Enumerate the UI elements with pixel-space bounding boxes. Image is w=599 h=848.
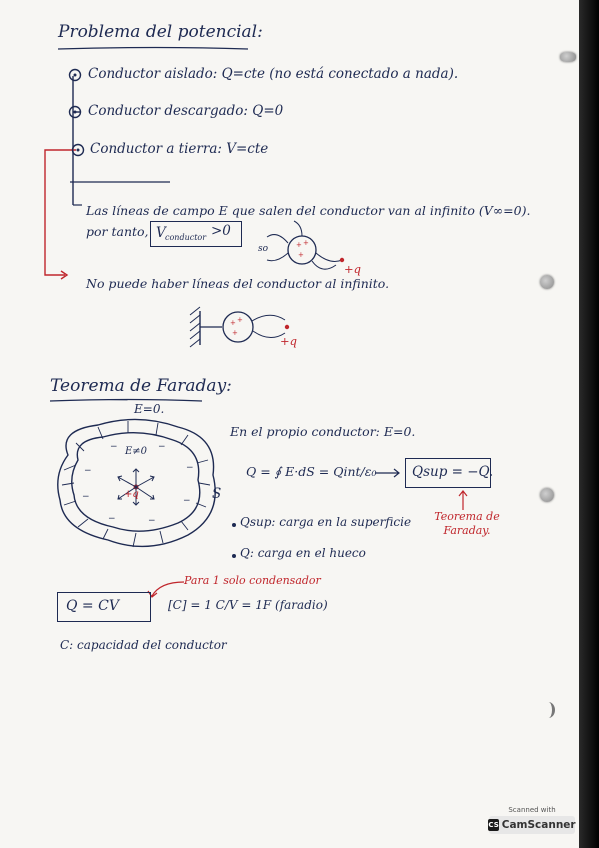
teorema-arrow [458, 490, 468, 510]
plus-q-label-3: +q [124, 489, 139, 500]
so-text: so [258, 244, 269, 254]
e-zero-label: E=0. [134, 402, 165, 416]
svg-text:+: + [237, 316, 243, 324]
q-sup-text: Qsup = −Q. [412, 464, 494, 480]
circle-dot-icon [68, 105, 82, 119]
camscanner-logo-icon: CS [488, 819, 499, 831]
svg-text:−: − [108, 514, 116, 524]
svg-text:−: − [84, 466, 92, 476]
svg-text:+: + [298, 251, 304, 259]
camscanner-watermark: Scanned with CS CamScanner [488, 806, 576, 834]
teorema-faraday-label: Teorema de Faraday. [434, 510, 500, 537]
propio-conductor-text: En el propio conductor: E=0. [230, 424, 416, 439]
bullet-q: Q: carga en el hueco [240, 546, 366, 560]
svg-text:−: − [110, 442, 118, 452]
grounded-conductor-diagram: + + + [189, 306, 290, 348]
plus-q-label-1: +q [344, 262, 361, 276]
field-lines-text: Las líneas de campo E que salen del cond… [86, 203, 531, 218]
e-nonzero-label: E≠0 [125, 446, 148, 457]
watermark-brand: CamScanner [501, 819, 576, 831]
faraday-conductor-diagram: − − − − − − − − [57, 418, 216, 548]
title-underline [57, 46, 249, 50]
faraday-underline [49, 398, 203, 402]
circle-dot-icon [68, 68, 82, 82]
item-text: Conductor descargado: Q=0 [88, 103, 284, 119]
capacity-description: C: capacidad del conductor [60, 638, 227, 652]
svg-text:−: − [186, 463, 194, 473]
svg-text:+: + [296, 241, 302, 249]
svg-text:−: − [148, 516, 156, 526]
scanned-page: Problema del potencial: Conductor aislad… [44, 22, 576, 718]
q-sup-box: Qsup = −Q. [405, 458, 494, 488]
gauss-equation: Q = ∮ E·dS = Qint/ε₀ [246, 464, 377, 479]
surface-s-label: S [212, 486, 222, 502]
punch-hole [540, 488, 554, 502]
watermark-caption: Scanned with [508, 806, 556, 814]
implies-arrow [375, 468, 400, 478]
bullet-q-sup: Qsup: carga en la superficie [240, 515, 412, 529]
v-conductor-box: V conductor >0 [150, 221, 242, 247]
bullet-dot [232, 554, 236, 558]
punch-hole [542, 702, 555, 718]
capacity-formula-box: Q = CV [57, 592, 151, 622]
v-label: V [156, 225, 166, 241]
faraday-title: Teorema de Faraday: [50, 376, 232, 396]
note-arrow [147, 581, 185, 598]
item-text: Conductor a tierra: V=cte [90, 141, 269, 157]
svg-text:+: + [303, 239, 309, 247]
no-lines-text: No puede haber líneas del conductor al i… [86, 276, 390, 291]
por-tanto-text: por tanto, [86, 224, 149, 239]
bullet-dot [232, 523, 236, 527]
item-text: Conductor aislado: Q=cte (no está conect… [88, 66, 459, 82]
v-subscript: conductor [165, 233, 207, 242]
plus-q-label-2: +q [280, 334, 297, 348]
capacity-units: [C] = 1 C/V = 1F (faradio) [168, 598, 328, 612]
svg-text:−: − [158, 442, 166, 452]
capacity-formula: Q = CV [66, 598, 119, 614]
condensador-note: Para 1 solo condensador [184, 574, 321, 587]
svg-text:+: + [232, 329, 238, 337]
punch-hole [560, 52, 576, 62]
circle-dot-icon [71, 143, 85, 157]
svg-text:+: + [230, 319, 236, 327]
svg-text:−: − [82, 492, 90, 502]
punch-hole [540, 275, 554, 289]
scan-edge [579, 0, 599, 848]
svg-text:−: − [183, 496, 191, 506]
bracket-lines [44, 76, 170, 280]
conductor-diagram-1: + + + [266, 220, 345, 270]
watermark-badge: CS CamScanner [488, 816, 576, 834]
v-relation: >0 [211, 223, 231, 239]
potential-title: Problema del potencial: [58, 22, 263, 42]
